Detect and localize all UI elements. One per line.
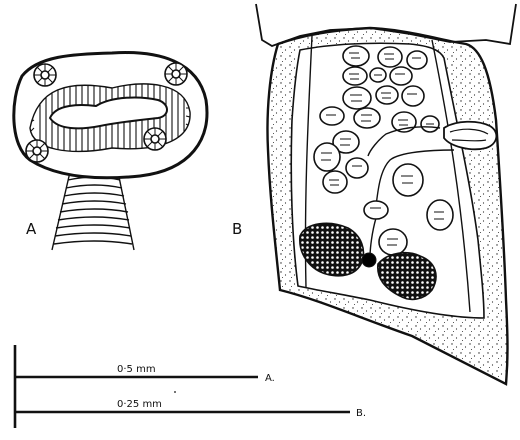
oviduct-junction <box>361 252 377 268</box>
scale-bar-a-value: 0·5 mm <box>117 364 156 375</box>
cirrus-sac <box>443 120 498 151</box>
panel-b-label: B <box>232 220 242 238</box>
strobila-neck <box>51 171 135 251</box>
sucker-bottom-left <box>25 139 49 163</box>
scale-bars <box>13 345 350 428</box>
seminal-receptacle <box>363 200 389 220</box>
panel-a-label: A <box>26 220 37 238</box>
scolex-drawing <box>12 51 209 251</box>
testes <box>313 45 454 256</box>
proglottid-drawing <box>255 3 517 386</box>
scale-bar-b-value: 0·25 mm <box>117 399 162 410</box>
sucker-top-right <box>164 62 188 86</box>
sucker-top-left <box>33 63 57 87</box>
vagina-duct <box>375 149 455 207</box>
vas-deferens <box>367 126 441 157</box>
ovary-lobe-right <box>377 251 437 301</box>
apical-slit <box>48 96 168 130</box>
sucker-bottom-right <box>143 127 167 151</box>
scale-bar-a-end: A. <box>265 373 275 384</box>
excretory-canal-right <box>431 39 471 313</box>
scale-bar-b-end: B. <box>356 408 366 419</box>
